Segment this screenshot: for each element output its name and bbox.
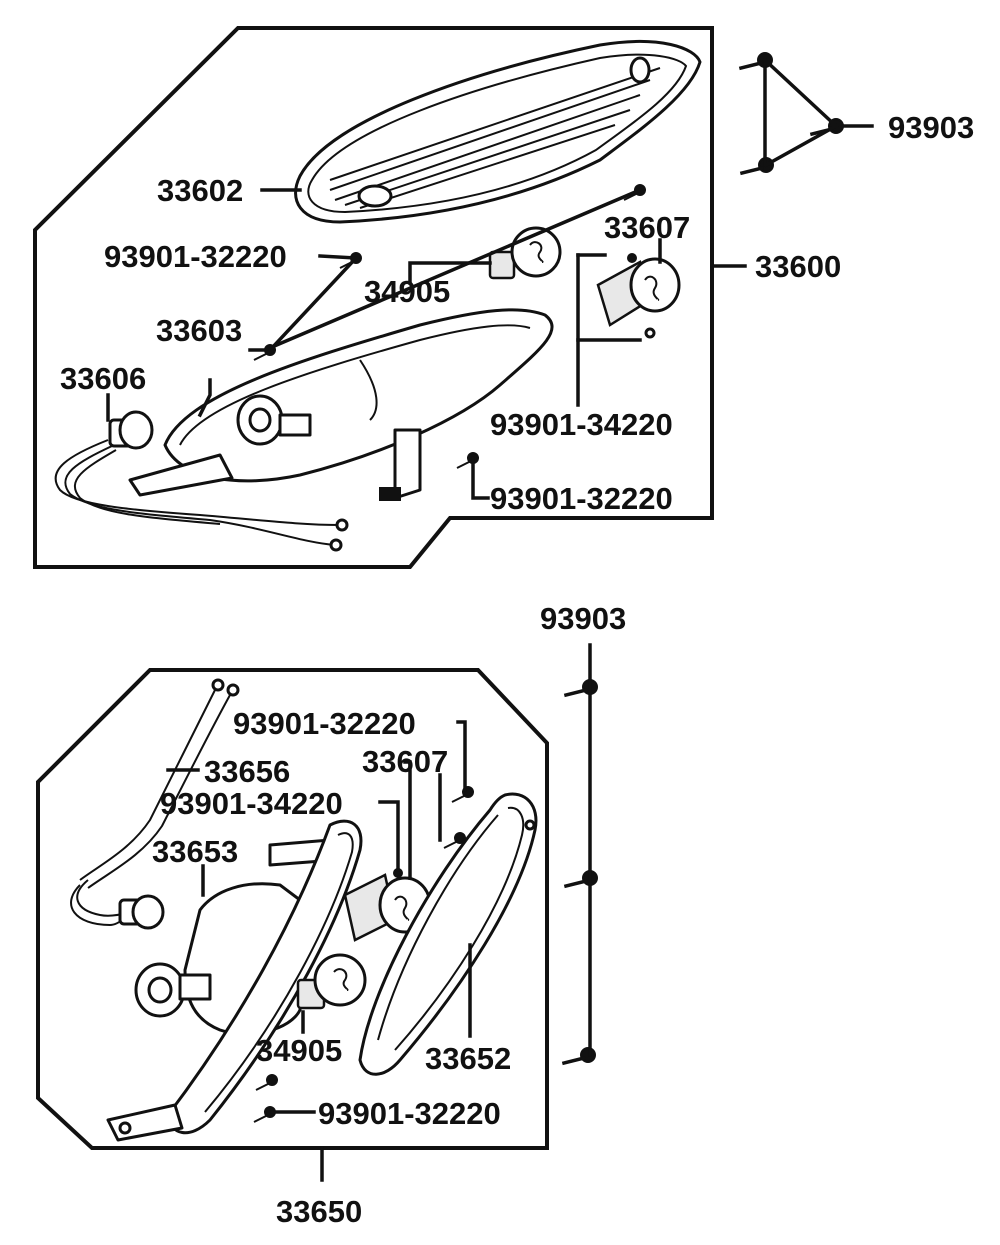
label-mount-screws-upper: 93903 — [888, 110, 974, 145]
label-bulb-34905-lower: 34905 — [256, 1033, 342, 1068]
label-housing-33653: 33653 — [152, 834, 238, 869]
label-mount-screws-lower: 93903 — [540, 601, 626, 636]
bulb-34905-drawing — [488, 226, 562, 280]
label-harness-33606: 33606 — [60, 361, 146, 396]
label-assembly-33600: 33600 — [755, 249, 841, 284]
housing-33653-drawing — [106, 819, 363, 1142]
bulb-34905-lower-drawing — [296, 953, 367, 1010]
labels-lower: 93903 93901-32220 33607 33656 93901-3422… — [152, 601, 626, 1229]
assembly-upper-frame — [33, 26, 714, 569]
label-assembly-33650: 33650 — [276, 1194, 362, 1229]
mount-screws-lower — [561, 643, 598, 1066]
harness-33606-drawing — [54, 410, 349, 552]
socket-33607-drawing — [596, 257, 681, 339]
harness-33656-drawing — [70, 678, 240, 930]
assembly-upper — [33, 26, 874, 569]
lens-33602-drawing — [294, 40, 702, 224]
label-harness-33656: 33656 — [204, 754, 290, 789]
mount-screws-upper — [738, 52, 844, 176]
label-socket-33607-lower: 33607 — [362, 744, 448, 779]
label-lens-33602: 33602 — [157, 173, 243, 208]
label-housing-33603: 33603 — [156, 313, 242, 348]
lens-33652-drawing — [358, 792, 538, 1076]
label-bottom-screw-lower: 93901-32220 — [318, 1096, 501, 1131]
housing-33603-drawing — [128, 308, 554, 501]
label-socket-screw-lower: 93901-34220 — [160, 786, 343, 821]
label-lens-33652: 33652 — [425, 1041, 511, 1076]
assembly-lower — [36, 643, 598, 1182]
label-socket-33607: 33607 — [604, 210, 690, 245]
assembly-lower-frame — [36, 668, 549, 1150]
label-lens-screw: 93901-32220 — [104, 239, 287, 274]
label-bulb-34905: 34905 — [364, 274, 450, 309]
label-socket-screw: 93901-34220 — [490, 407, 673, 442]
label-upper-screw-lower: 93901-32220 — [233, 706, 416, 741]
labels-upper: 33602 93901-32220 34905 33603 33606 3360… — [60, 110, 974, 516]
label-bottom-screw: 93901-32220 — [490, 481, 673, 516]
